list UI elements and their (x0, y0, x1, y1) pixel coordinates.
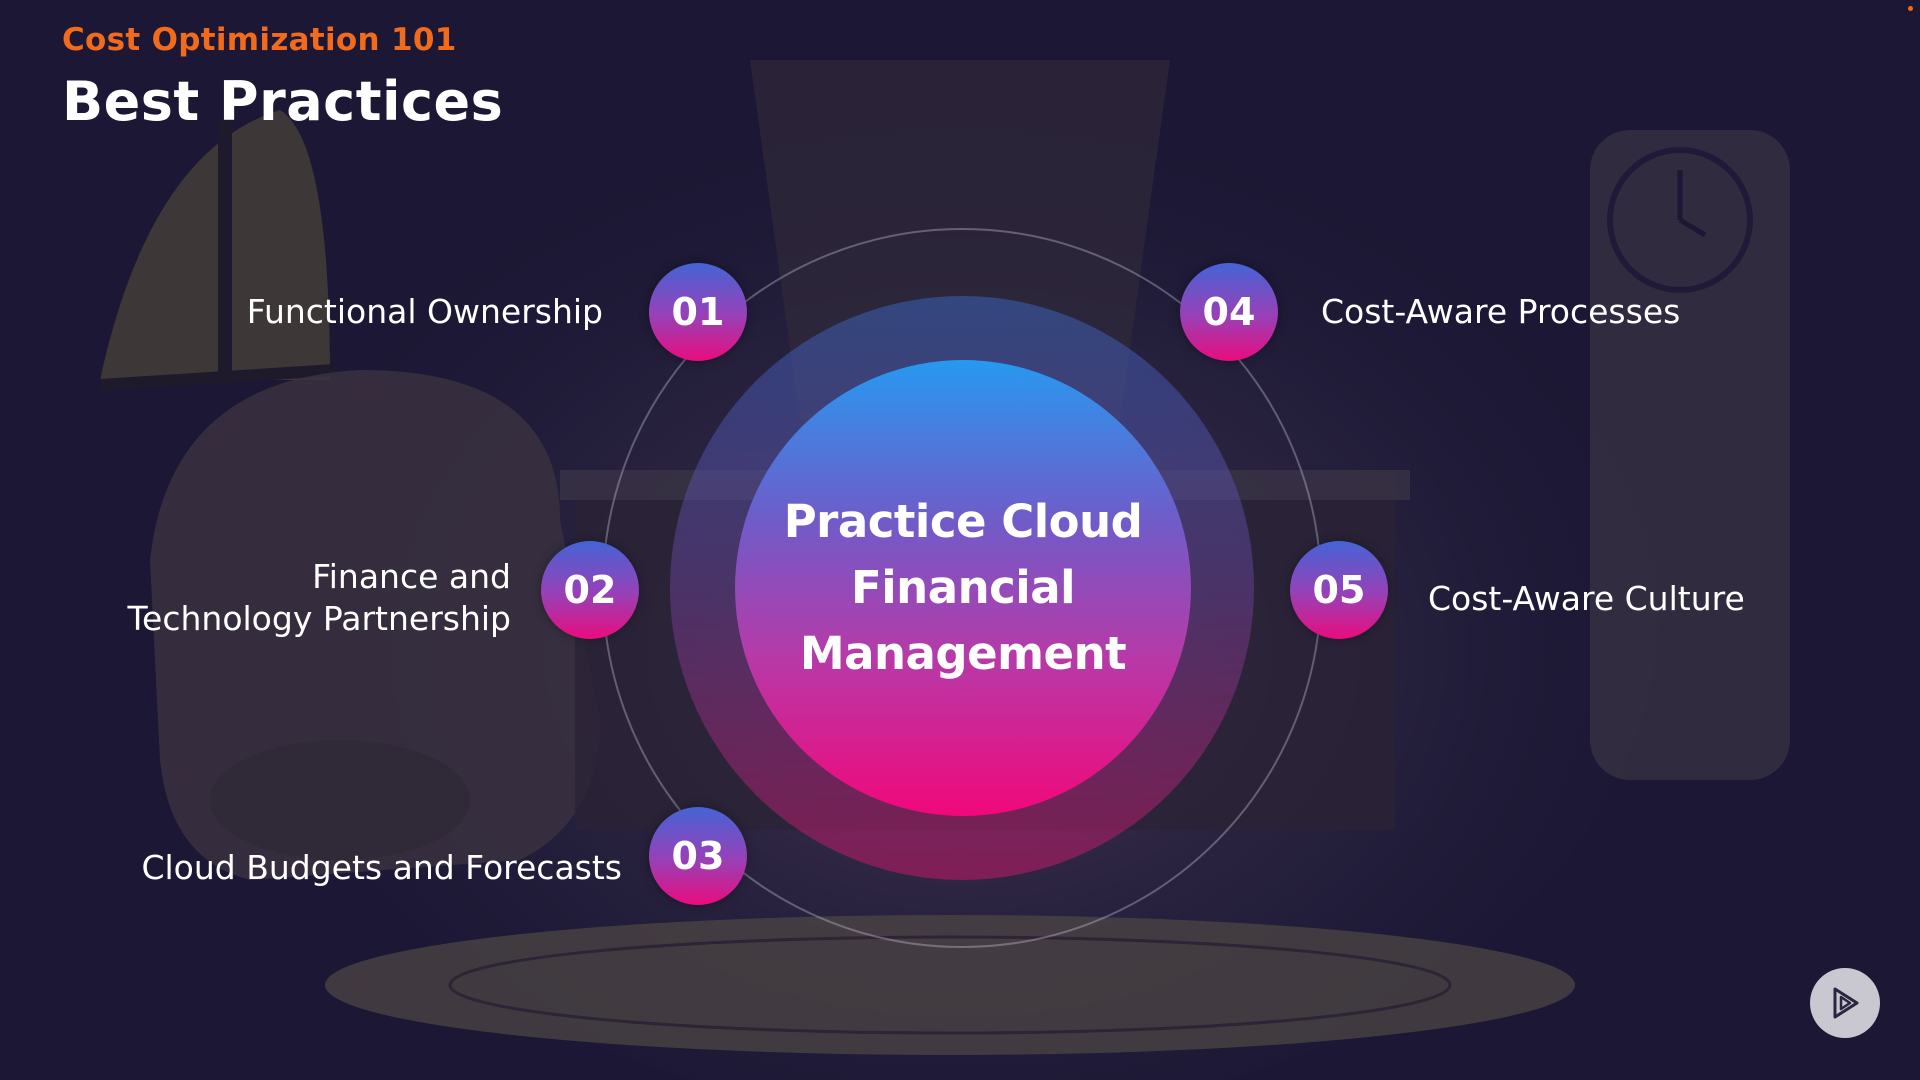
node-05-number: 05 (1313, 568, 1366, 612)
node-03-label: Cloud Budgets and Forecasts (141, 847, 622, 889)
node-03-number: 03 (672, 834, 725, 878)
node-04-number: 04 (1203, 290, 1256, 334)
node-01: 01 (649, 263, 747, 361)
node-02-label: Finance and Technology Partnership (128, 556, 512, 640)
node-02-label-line2: Technology Partnership (128, 598, 512, 640)
center-circle: Practice Cloud Financial Management (735, 360, 1191, 816)
center-label: Practice Cloud Financial Management (773, 489, 1153, 687)
node-05-label: Cost-Aware Culture (1428, 578, 1745, 620)
node-02-label-line1: Finance and (128, 556, 512, 598)
center-label-line3: Management (773, 621, 1153, 687)
node-05: 05 (1290, 541, 1388, 639)
node-01-number: 01 (672, 290, 725, 334)
node-01-label: Functional Ownership (247, 291, 603, 333)
node-04: 04 (1180, 263, 1278, 361)
node-02-number: 02 (564, 568, 617, 612)
node-03: 03 (649, 807, 747, 905)
play-icon (1825, 983, 1865, 1023)
center-label-line2: Financial (773, 555, 1153, 621)
slide-header: Cost Optimization 101 Best Practices (62, 22, 503, 133)
node-04-label: Cost-Aware Processes (1321, 291, 1680, 333)
slide-title: Best Practices (62, 70, 503, 133)
center-label-line1: Practice Cloud (773, 489, 1153, 555)
corner-dot (1908, 6, 1913, 11)
course-subtitle: Cost Optimization 101 (62, 22, 503, 58)
play-button[interactable] (1810, 968, 1880, 1038)
node-02: 02 (541, 541, 639, 639)
